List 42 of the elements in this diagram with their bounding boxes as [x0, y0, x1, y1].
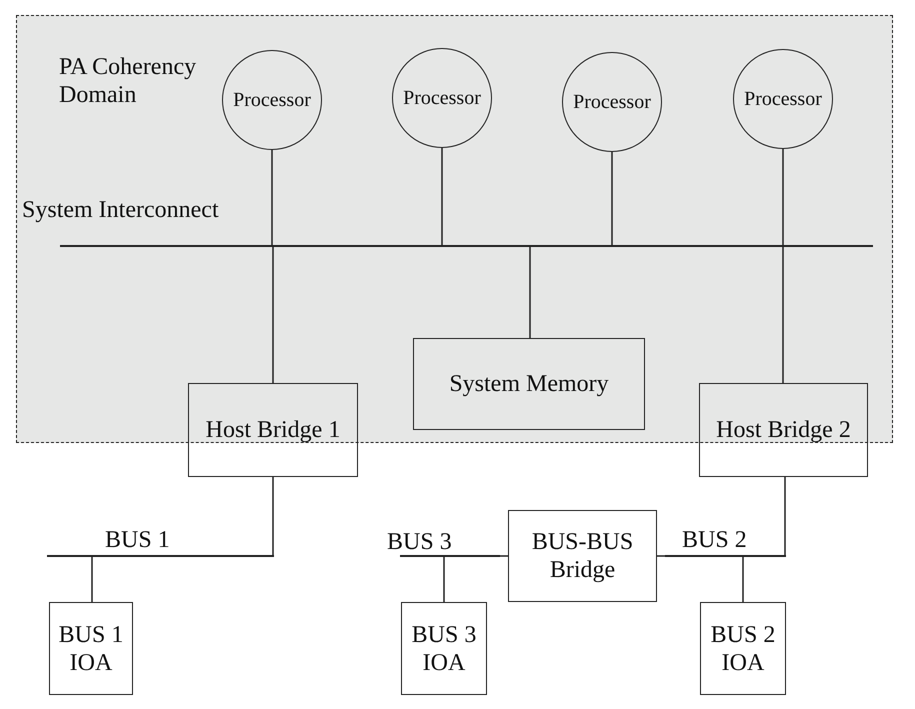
- node-label: BUS-BUS Bridge: [530, 528, 634, 584]
- connector-line: [782, 149, 784, 245]
- connector-line: [611, 152, 613, 245]
- node-label: Processor: [573, 90, 651, 115]
- connector-line: [272, 247, 274, 383]
- connector-line: [271, 150, 273, 245]
- connector-line: [782, 247, 784, 383]
- component-box: [188, 383, 358, 477]
- node-label: Processor: [403, 86, 481, 111]
- connector-line: [657, 555, 665, 557]
- node-label: Host Bridge 1: [204, 416, 342, 444]
- connector-line: [742, 557, 744, 602]
- connector-line: [500, 555, 508, 557]
- component-box: [508, 510, 657, 602]
- node-label: System Memory: [448, 370, 610, 398]
- bus-line: [400, 555, 500, 557]
- connector-line: [441, 148, 443, 245]
- domain-label: PA Coherency Domain: [59, 53, 198, 109]
- bus-label: BUS 1: [105, 526, 170, 554]
- connector-line: [784, 477, 786, 555]
- component-box: [49, 602, 133, 695]
- component-box: [413, 338, 645, 430]
- bus-label: BUS 2: [682, 526, 747, 554]
- node-label: BUS 1 IOA: [58, 620, 124, 676]
- component-box: [700, 602, 786, 695]
- node-label: Host Bridge 2: [715, 416, 852, 444]
- bus-label: System Interconnect: [22, 196, 219, 224]
- connector-line: [272, 477, 274, 555]
- coherency-domain-region: [16, 15, 893, 443]
- bus-line: [665, 555, 786, 557]
- connector-line: [529, 247, 531, 338]
- connector-line: [443, 557, 445, 602]
- node-label: BUS 2 IOA: [710, 620, 776, 676]
- component-box: [401, 602, 487, 695]
- node-label: Processor: [744, 87, 822, 112]
- bus-label: BUS 3: [387, 528, 452, 556]
- connector-line: [91, 557, 93, 602]
- component-box: [699, 383, 868, 477]
- node-label: Processor: [233, 88, 311, 113]
- bus-line: [47, 555, 274, 557]
- node-label: BUS 3 IOA: [410, 620, 478, 676]
- bus-line: [60, 245, 873, 247]
